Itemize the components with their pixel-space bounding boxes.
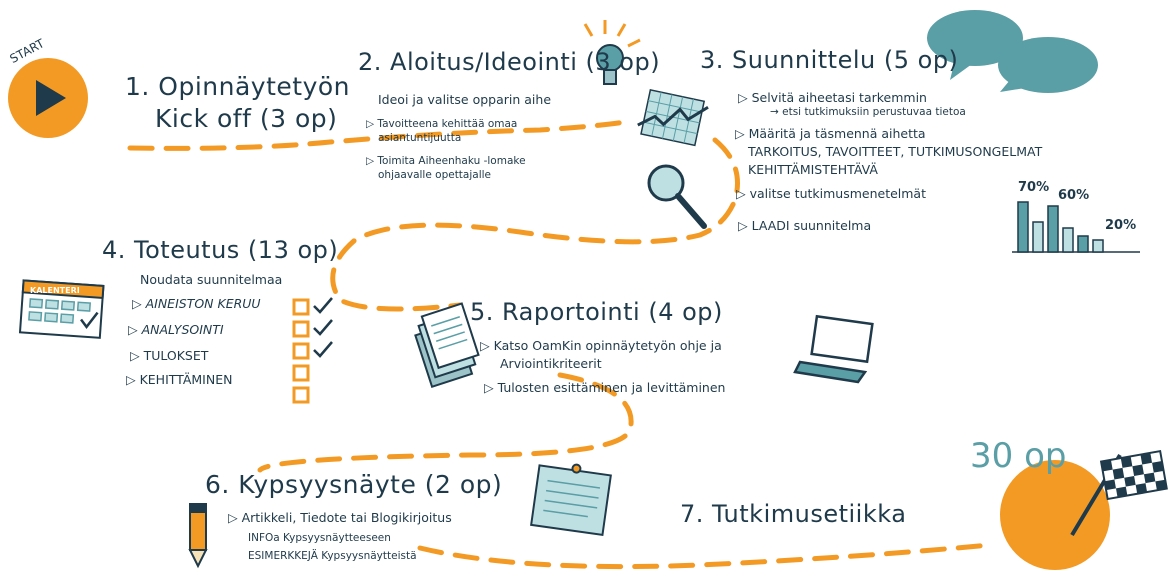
step4-title: 4. Toteutus (13 op) [102,236,339,264]
lightbulb-icon [583,20,641,85]
step3-line3: ▷ Määritä ja täsmennä aihetta [735,126,926,141]
step2-line1: Ideoi ja valitse opparin aihe [378,92,552,107]
step5-line2: Arviointikriteerit [500,356,602,371]
grid-chart-icon [637,88,709,147]
step3-line1: ▷ Selvitä aiheetasi tarkemmin [738,90,927,105]
step3-line2: → etsi tutkimuksiin perustuvaa tietoa [770,106,966,118]
step6-title: 6. Kypsyysnäyte (2 op) [205,470,503,499]
bar-label-70: 70% [1018,180,1050,195]
step6-line3: ESIMERKKEJÄ Kypsyysnäytteistä [248,550,417,562]
notepad-icon [530,463,612,536]
step3-line5: KEHITTÄMISTEHTÄVÄ [748,162,878,177]
start-play-icon [8,58,88,138]
step4-line1: Noudata suunnitelmaa [140,272,283,287]
step6-line1: ▷ Artikkeli, Tiedote tai Blogikirjoitus [228,510,452,525]
pencil-icon [188,503,208,569]
step1-title-line1: 1. Opinnäytetyön [125,72,351,101]
checklist-icon [292,297,333,404]
step3-line6: ▷ valitse tutkimusmenetelmät [736,186,926,201]
paper-stack-icon [414,302,480,389]
step2-line4: ▷ Toimita Aiheenhaku -lomake [366,155,526,167]
step6-line2: INFOa Kypsyysnäytteeseen [248,532,391,544]
step4-line5: ▷ KEHITTÄMINEN [126,372,233,387]
bar-label-60: 60% [1058,188,1090,203]
step4-line3: ▷ ANALYSOINTI [128,322,224,337]
step2-title: 2. Aloitus/Ideointi (3 op) [358,48,661,76]
step4-line2: ▷ AINEISTON KERUU [132,296,261,311]
step4-line4: ▷ TULOKSET [130,348,209,363]
step2-line3: asiantuntijuutta [378,132,462,144]
step5-title: 5. Raportointi (4 op) [470,298,723,326]
step2-line5: ohjaavalle opettajalle [378,169,492,181]
magnifier-icon [647,164,707,229]
finish-flag-icon [1000,449,1168,570]
laptop-icon [793,314,874,384]
step1-title-line2: Kick off (3 op) [155,104,338,133]
bar-chart-icon [1012,201,1140,253]
step3-line4: TARKOITUS, TAVOITTEET, TUTKIMUSONGELMAT [748,144,1043,159]
step7-title: 7. Tutkimusetiikka [680,500,907,528]
calendar-icon [18,279,105,339]
calendar-label: KALENTERI [30,286,80,295]
step3-title: 3. Suunnittelu (5 op) [700,46,959,74]
speech-bubbles-icon [927,10,1098,93]
finish-credits-label: 30 op [970,436,1067,476]
step5-line3: ▷ Tulosten esittäminen ja levittäminen [484,380,726,395]
step5-line1: ▷ Katso OamKin opinnäytetyön ohje ja [480,338,722,353]
bar-label-20: 20% [1105,218,1137,233]
step3-line7: ▷ LAADI suunnitelma [738,218,872,233]
step2-line2: ▷ Tavoitteena kehittää omaa [366,118,518,130]
